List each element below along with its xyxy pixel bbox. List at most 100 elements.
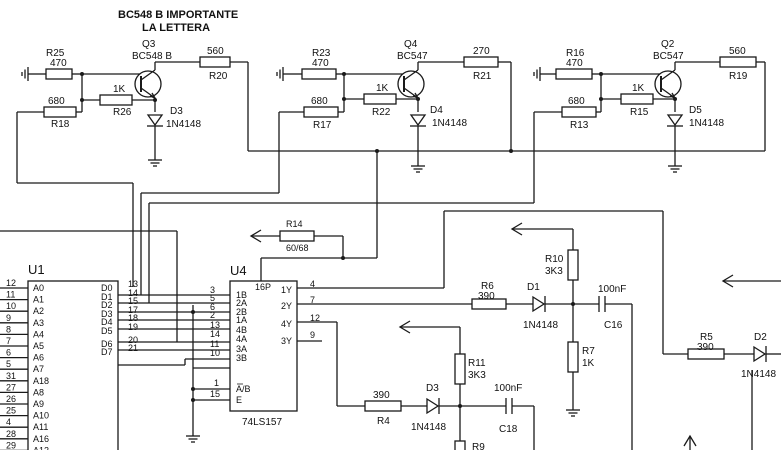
- u1-addr-pin-label: A2: [33, 306, 44, 316]
- r10-ref: R10: [545, 254, 564, 265]
- c18-value: 100nF: [494, 383, 522, 394]
- u1-addr-pin-num: 26: [6, 394, 16, 404]
- resistor-r4: [364, 400, 402, 412]
- note-line-2: LA LETTERA: [142, 22, 210, 34]
- u1-data-pin-num: 17: [128, 305, 138, 315]
- q4-type: BC547: [397, 51, 428, 62]
- d2-type: 1N4148: [741, 369, 776, 380]
- r13-value: 680: [568, 96, 585, 107]
- u1-addr-pin-label: A9: [33, 399, 44, 409]
- u4-input-pin-num: 10: [210, 348, 220, 358]
- u1-addr-pin-label: A3: [33, 318, 44, 328]
- u1-data-pin-num: 14: [128, 288, 138, 298]
- r25-ref: R25: [46, 48, 65, 59]
- diode-d3: [146, 114, 164, 127]
- diode-d1: [532, 295, 546, 313]
- q3-ref: Q3: [142, 39, 156, 50]
- u1-addr-pin-num: 9: [6, 313, 11, 323]
- r16-value: 470: [566, 58, 583, 69]
- r22-value: 1K: [376, 83, 389, 94]
- u4-input-pin-label: 3B: [236, 353, 247, 363]
- r15-value: 1K: [632, 83, 645, 94]
- resistor-r18: [43, 106, 77, 118]
- u1-addr-pin-num: 29: [6, 440, 16, 450]
- d4-type: 1N4148: [432, 118, 467, 129]
- r21-value: 270: [473, 46, 490, 57]
- resistor-r19: [719, 56, 757, 68]
- u1-addr-pin-label: A1: [33, 295, 44, 305]
- r20-ref: R20: [209, 71, 228, 82]
- u4-input-pin-label: 4B: [236, 325, 247, 335]
- q4-ref: Q4: [404, 39, 418, 50]
- r4-ref: R4: [377, 416, 390, 427]
- u4-output-pin-label: 3Y: [281, 336, 292, 346]
- r20-value: 560: [207, 46, 224, 57]
- u4-pin-select-num: 1: [214, 378, 219, 388]
- u1-addr-pin-label: A6: [33, 353, 44, 363]
- q2-ref: Q2: [661, 39, 675, 50]
- u4-output-pin-num: 9: [310, 330, 315, 340]
- r11-value: 3K3: [468, 370, 486, 381]
- u1-addr-pin-num: 11: [6, 290, 15, 300]
- u1-addr-pin-num: 6: [6, 348, 11, 358]
- d3-ref: D3: [170, 106, 183, 117]
- d1-type: 1N4148: [523, 320, 558, 331]
- u4-input-pin-num: 3: [210, 285, 215, 295]
- u1-addr-pin-label: A5: [33, 341, 44, 351]
- u4-output-pin-num: 7: [310, 295, 315, 305]
- u4-output-pin-label: 1Y: [281, 285, 292, 295]
- u1-addr-pin-label: A11: [33, 422, 48, 432]
- r6-ref: R6: [481, 281, 494, 292]
- u1-addr-pin-label: A16: [33, 434, 49, 444]
- u1-addr-pin-label: A12: [33, 445, 49, 450]
- u1-addr-pin-num: 4: [6, 417, 11, 427]
- u1-addr-pin-num: 31: [6, 371, 16, 381]
- u1-data-pin-label: D5: [101, 326, 113, 336]
- r9-ref: R9: [472, 442, 485, 450]
- u1-data-pin-num: 19: [128, 322, 138, 332]
- r23-value: 470: [312, 58, 329, 69]
- r23-ref: R23: [312, 48, 331, 59]
- u1-data-pin-num: 15: [128, 296, 138, 306]
- resistor-r9: [454, 440, 466, 450]
- u1-data-pin-num: 18: [128, 313, 138, 323]
- u1-addr-pin-label: A4: [33, 329, 44, 339]
- diode-d4: [409, 114, 427, 127]
- u1-data-pin-num: 20: [128, 335, 138, 345]
- u4-input-pin-label: 3A: [236, 344, 247, 354]
- d4-ref: D4: [430, 105, 443, 116]
- u1-addr-pin-num: 12: [6, 278, 16, 288]
- u1-data-pin-label: D3: [101, 309, 113, 319]
- r5-value: 390: [697, 342, 714, 353]
- q3-type: BC548 B: [132, 51, 172, 62]
- c18-ref: C18: [499, 424, 518, 435]
- r26-value: 1K: [113, 84, 126, 95]
- u4-pin-enable-num: 15: [210, 389, 220, 399]
- u4-input-pin-num: 6: [210, 302, 215, 312]
- resistor-r10: [567, 249, 579, 281]
- u1-body: [27, 280, 119, 450]
- r11-ref: R11: [468, 358, 486, 369]
- d5-type: 1N4148: [689, 118, 724, 129]
- resistor-r16: [555, 68, 593, 80]
- u1-data-pin-label: D1: [101, 292, 113, 302]
- u4-label: 16P: [255, 282, 271, 292]
- u4-output-pin-num: 12: [310, 313, 320, 323]
- c16-value: 100nF: [598, 284, 626, 295]
- u1-addr-pin-num: 10: [6, 301, 16, 311]
- d2-ref: D2: [754, 332, 767, 343]
- u1-addr-pin-label: A18: [33, 376, 49, 386]
- u4-body: [229, 280, 298, 412]
- resistor-r7: [567, 341, 579, 373]
- u4-input-pin-label: 2A: [236, 298, 247, 308]
- driver-stage-2: R23 470 Q4 BC547 270 R21 1K R22 680 R17: [140, 39, 512, 295]
- resistor-r26: [99, 94, 133, 106]
- u4-pin-select-name: A/B: [236, 384, 251, 394]
- r7-ref: R7: [582, 346, 595, 357]
- u1-data-pin-num: 21: [128, 343, 138, 353]
- u4-ref: U4: [230, 263, 247, 278]
- u4-input-pin-label: 4A: [236, 334, 247, 344]
- r19-value: 560: [729, 46, 746, 57]
